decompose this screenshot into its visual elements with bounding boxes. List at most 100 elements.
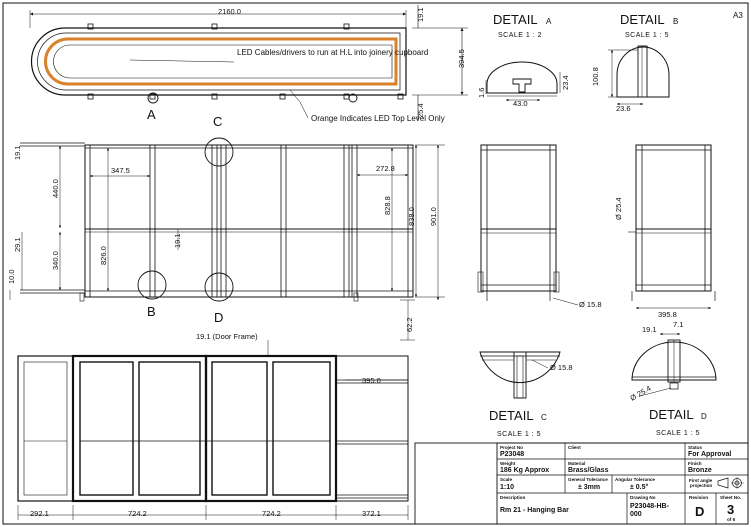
tb-material-label: Material [568,461,585,466]
callout-circle-d [204,272,234,302]
elevation-view [9,137,445,341]
tb-scale: 1:10 [500,484,514,491]
detail-b-letter: B [673,17,678,26]
note-orange-led: Orange Indicates LED Top Level Only [311,114,445,123]
plan-inner-glass [53,44,393,79]
tb-drawing-no-2: 000 [630,511,642,518]
detail-b-dim-236: 23.6 [616,104,631,113]
detail-d-word: DETAIL [649,407,694,422]
leader-led [129,59,235,63]
dim-elev-19: 19.1 [13,145,22,160]
tb-weight: 186 Kg Approx [500,467,549,474]
tb-projection-label-1: First angle [689,478,713,483]
front-left-panel [17,355,74,502]
detail-b-dim-100: 100.8 [591,67,600,86]
note-led-cables: LED Cables/drivers to run at H.L into jo… [237,48,428,57]
dim-elev-826: 826.0 [99,246,108,265]
tb-revision: D [695,504,704,519]
dim-plan-overall: 2160.0 [218,7,241,16]
dim-elev-440: 440.0 [51,179,60,198]
detail-d-dim-71: 7.1 [673,320,683,329]
dim-elev-10: 10.0 [7,269,16,284]
tb-status: For Approval [688,451,731,458]
dim-elev-828: 828.8 [383,196,392,215]
detail-d-dim-191: 19.1 [642,325,657,334]
callout-circle-b [137,270,167,300]
detail-d-dim-254: Ø 25.4 [629,384,653,403]
dim-elev-272: 272.8 [376,164,395,173]
detail-b-scale: SCALE 1 : 5 [625,32,669,39]
dim-elev-62: 62.2 [405,317,414,332]
tb-drawing-no-label: Drawing No [630,495,656,500]
detail-c-dim-158: Ø 15.8 [550,363,573,372]
tb-weight-label: Weight [500,461,516,466]
first-angle-projection-icon [717,477,744,489]
detail-a-scale: SCALE 1 : 2 [498,32,542,39]
detail-c-word: DETAIL [489,408,534,423]
tb-finish-label: Finish [688,461,702,466]
front-door-right [204,354,338,503]
detail-b-drawing [608,45,670,106]
detail-a-letter: A [546,17,552,26]
tb-gen-tol-label: General Tolerance [568,477,608,482]
front-view [17,340,409,520]
elevation-frame [84,144,414,298]
tb-status-label: Status [688,445,702,450]
dim-plan-25: 25.4 [416,103,425,118]
dim-elev-901: 901.0 [429,207,438,226]
dim-front-724a: 724.2 [128,509,147,518]
side-view-left [477,144,579,306]
dim-elev-29: 29.1 [13,237,22,252]
callout-label-d: D [214,310,223,325]
detail-a-dim-43: 43.0 [513,99,528,108]
dim-elev-340: 340.0 [51,251,60,270]
tb-sheet-of: of 6 [727,517,736,522]
tb-drawing-no-1: P23048-HB- [630,503,670,510]
tb-ang-tol-label: Angular Tolerance [615,477,655,482]
tb-finish: Bronze [688,467,712,474]
tb-project-no-label: Project No [500,445,523,450]
tb-description: Rm 21 - Hanging Bar [500,507,569,514]
tb-gen-tol: ± 3mm [578,484,600,491]
tb-description-label: Description [500,495,525,500]
callout-label-c: C [213,114,222,129]
tb-client-label: Client [568,445,581,450]
detail-b-word: DETAIL [620,12,665,27]
leader-orange [289,89,309,119]
side-view-right [628,144,716,310]
callout-label-a: A [147,107,156,122]
dim-elev-838: 838.0 [407,207,416,226]
tb-sheet-no-label: Sheet No. [720,495,741,500]
elevation-posts [84,144,414,298]
tb-material: Brass/Glass [568,467,609,474]
callout-circle-a [147,92,159,104]
callout-circle-c [204,137,234,167]
detail-c-letter: C [541,413,547,422]
title-block [414,442,749,525]
led-strip-indicator [44,37,398,86]
tb-revision-label: Revision [689,495,708,500]
detail-d-scale: SCALE 1 : 5 [656,430,700,437]
dim-side2-254: Ø 25.4 [614,197,623,220]
detail-a-drawing [485,61,561,102]
dim-front-doorframe: 19.1 (Door Frame) [196,332,258,341]
dim-plan-19: 19.1 [416,7,425,22]
detail-a-dim-234: 23.4 [561,75,570,90]
tb-projection-label-2: projection [690,483,712,488]
dim-front-395: 395.0 [362,376,381,385]
sheet-size-label: A3 [733,11,743,20]
detail-d-letter: D [701,412,707,421]
detail-a-word: DETAIL [493,12,538,27]
tb-project-no: P23048 [500,451,524,458]
detail-a-dim-16: 1.6 [477,88,486,98]
dim-front-724b: 724.2 [262,509,281,518]
tb-scale-label: Scale [500,477,512,482]
plan-view [29,5,468,120]
dim-plan-depth: 394.5 [457,49,466,68]
dim-front-372: 372.1 [362,509,381,518]
dim-front-292: 292.1 [30,509,49,518]
detail-c-drawing [479,351,561,399]
dim-side-158: Ø 15.8 [579,300,602,309]
